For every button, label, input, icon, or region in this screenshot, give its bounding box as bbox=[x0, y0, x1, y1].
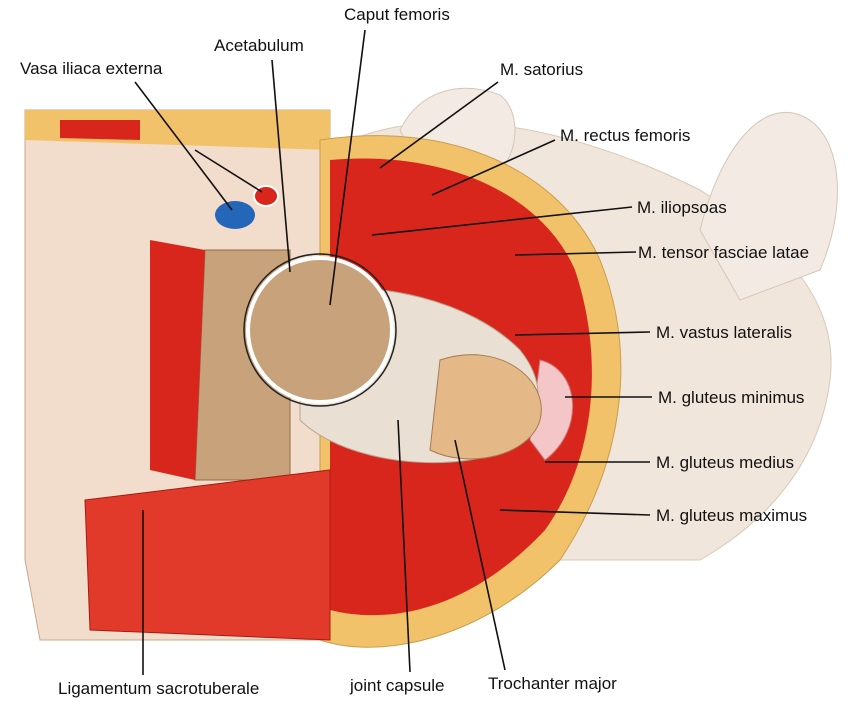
label-m-gluteus-medius: M. gluteus medius bbox=[656, 453, 794, 472]
label-caput-femoris: Caput femoris bbox=[344, 5, 450, 24]
label-m-satorius: M. satorius bbox=[500, 60, 584, 79]
gluteus-minimus-region bbox=[529, 359, 574, 461]
femoral-head bbox=[246, 256, 394, 404]
foot-right bbox=[699, 111, 838, 301]
label-vasa-iliaca-externa: Vasa iliaca externa bbox=[20, 59, 163, 78]
label-m-vastus-lateralis: M. vastus lateralis bbox=[656, 323, 793, 342]
label-acetabulum: Acetabulum bbox=[214, 36, 304, 55]
gluteus-maximus-block bbox=[84, 469, 331, 641]
pelvic-wall-muscle bbox=[150, 240, 205, 480]
vena-iliaca bbox=[215, 201, 255, 229]
label-m-iliopsoas: M. iliopsoas bbox=[637, 198, 727, 217]
trochanter-shape bbox=[429, 354, 542, 460]
label-ligamentum-sacrotuberale: Ligamentum sacrotuberale bbox=[58, 679, 260, 698]
label-trochanter-major: Trochanter major bbox=[488, 674, 617, 693]
label-m-gluteus-minimus: M. gluteus minimus bbox=[658, 388, 805, 407]
leader-lines bbox=[134, 29, 652, 675]
label-m-tensor-fasciae-latae: M. tensor fasciae latae bbox=[638, 243, 810, 262]
label-m-rectus-femoris: M. rectus femoris bbox=[560, 126, 691, 145]
label-m-gluteus-maximus: M. gluteus maximus bbox=[656, 506, 808, 525]
label-joint-capsule: joint capsule bbox=[350, 676, 445, 695]
pelvis-muscle-top bbox=[60, 120, 140, 140]
